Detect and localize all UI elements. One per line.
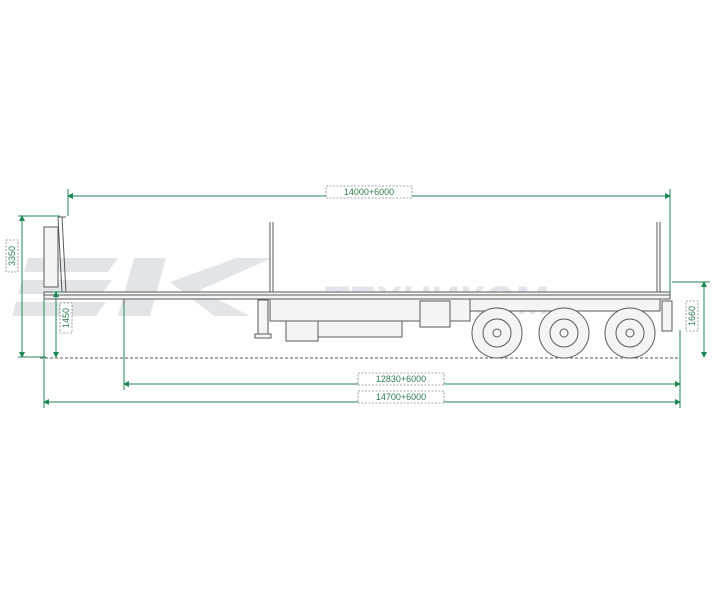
dimension-front-deck-height: 1450	[53, 291, 73, 358]
tank	[419, 300, 451, 328]
wheel-1	[471, 307, 523, 359]
wheel-3	[604, 307, 656, 359]
front-deck-height-label: 1450	[61, 308, 71, 328]
dimension-rear-deck-height: 1660	[685, 281, 707, 358]
landing-gear	[257, 299, 269, 337]
toolbox-center	[317, 320, 403, 338]
dimension-deck-length: 14000+6000	[67, 185, 671, 199]
trailer-outline	[40, 216, 680, 359]
rear-bumper	[661, 300, 673, 332]
overall-height-label: 3350	[7, 246, 17, 266]
rear-deck-height-label: 1660	[687, 306, 697, 326]
front-headboard	[43, 226, 59, 288]
deck-length-label: 14000+6000	[344, 187, 394, 197]
dimension-overall-length: 14700+6000	[43, 390, 681, 405]
wheel-2	[538, 307, 590, 359]
dimension-wheelbase-length: 12830+6000	[123, 372, 681, 387]
toolbox-left	[285, 320, 319, 342]
overall-length-label: 14700+6000	[376, 392, 426, 402]
dimension-overall-height: 3350	[5, 215, 25, 358]
wheelbase-length-label: 12830+6000	[376, 374, 426, 384]
